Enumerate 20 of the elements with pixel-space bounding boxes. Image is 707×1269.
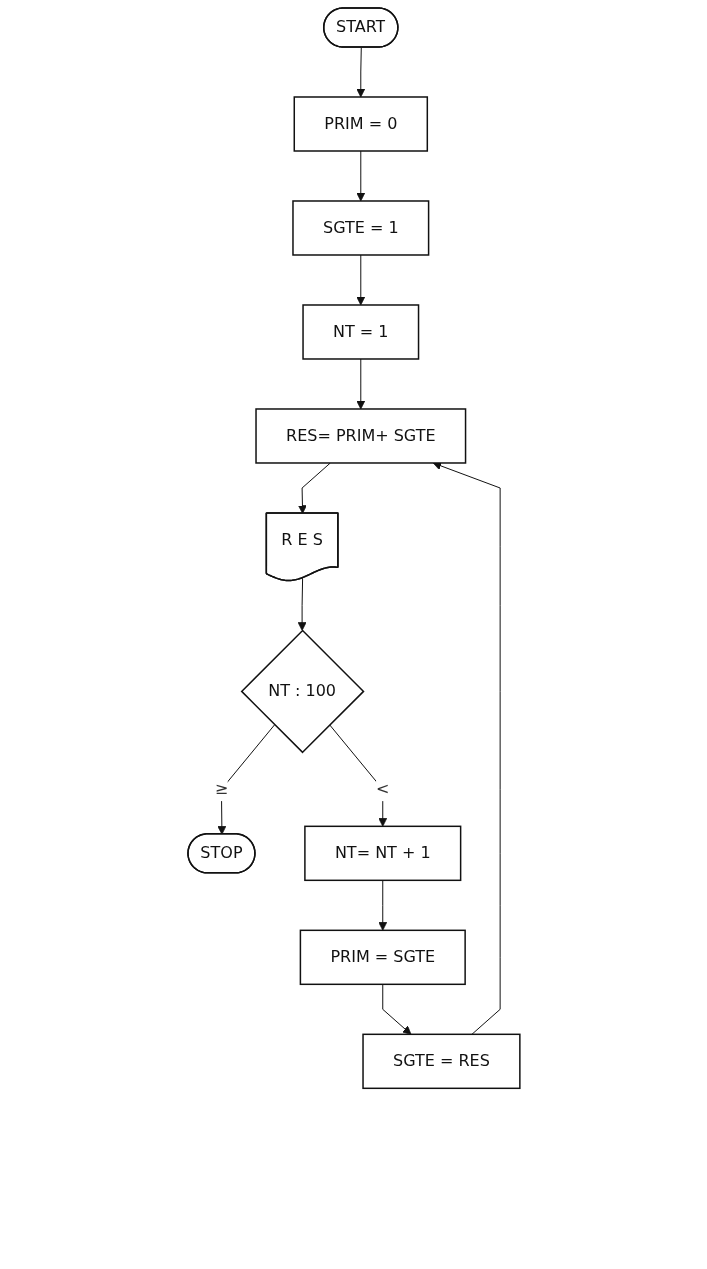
- edge-label: <: [375, 779, 390, 799]
- arrow: [432, 461, 501, 1035]
- arrow: [328, 724, 387, 827]
- arrow: [355, 150, 365, 202]
- node-box: NT = 1: [301, 304, 419, 360]
- arrow: [377, 879, 387, 931]
- node-box: PRIM = SGTE: [299, 929, 466, 986]
- node-box: NT= NT + 1: [303, 825, 461, 882]
- arrow: [355, 47, 365, 98]
- arrow: [355, 254, 365, 306]
- edge-label: ≥: [214, 779, 228, 799]
- arrow: [297, 577, 307, 631]
- node-diamond: NT : 100: [240, 629, 365, 754]
- node-box: SGTE = 1: [291, 200, 429, 256]
- arrow: [355, 358, 365, 410]
- node-box: RES= PRIM+ SGTE: [254, 408, 466, 464]
- node-box: PRIM = 0: [293, 96, 428, 152]
- node-box: SGTE = RES: [361, 1033, 521, 1090]
- arrow: [381, 983, 411, 1035]
- arrow: [217, 724, 275, 835]
